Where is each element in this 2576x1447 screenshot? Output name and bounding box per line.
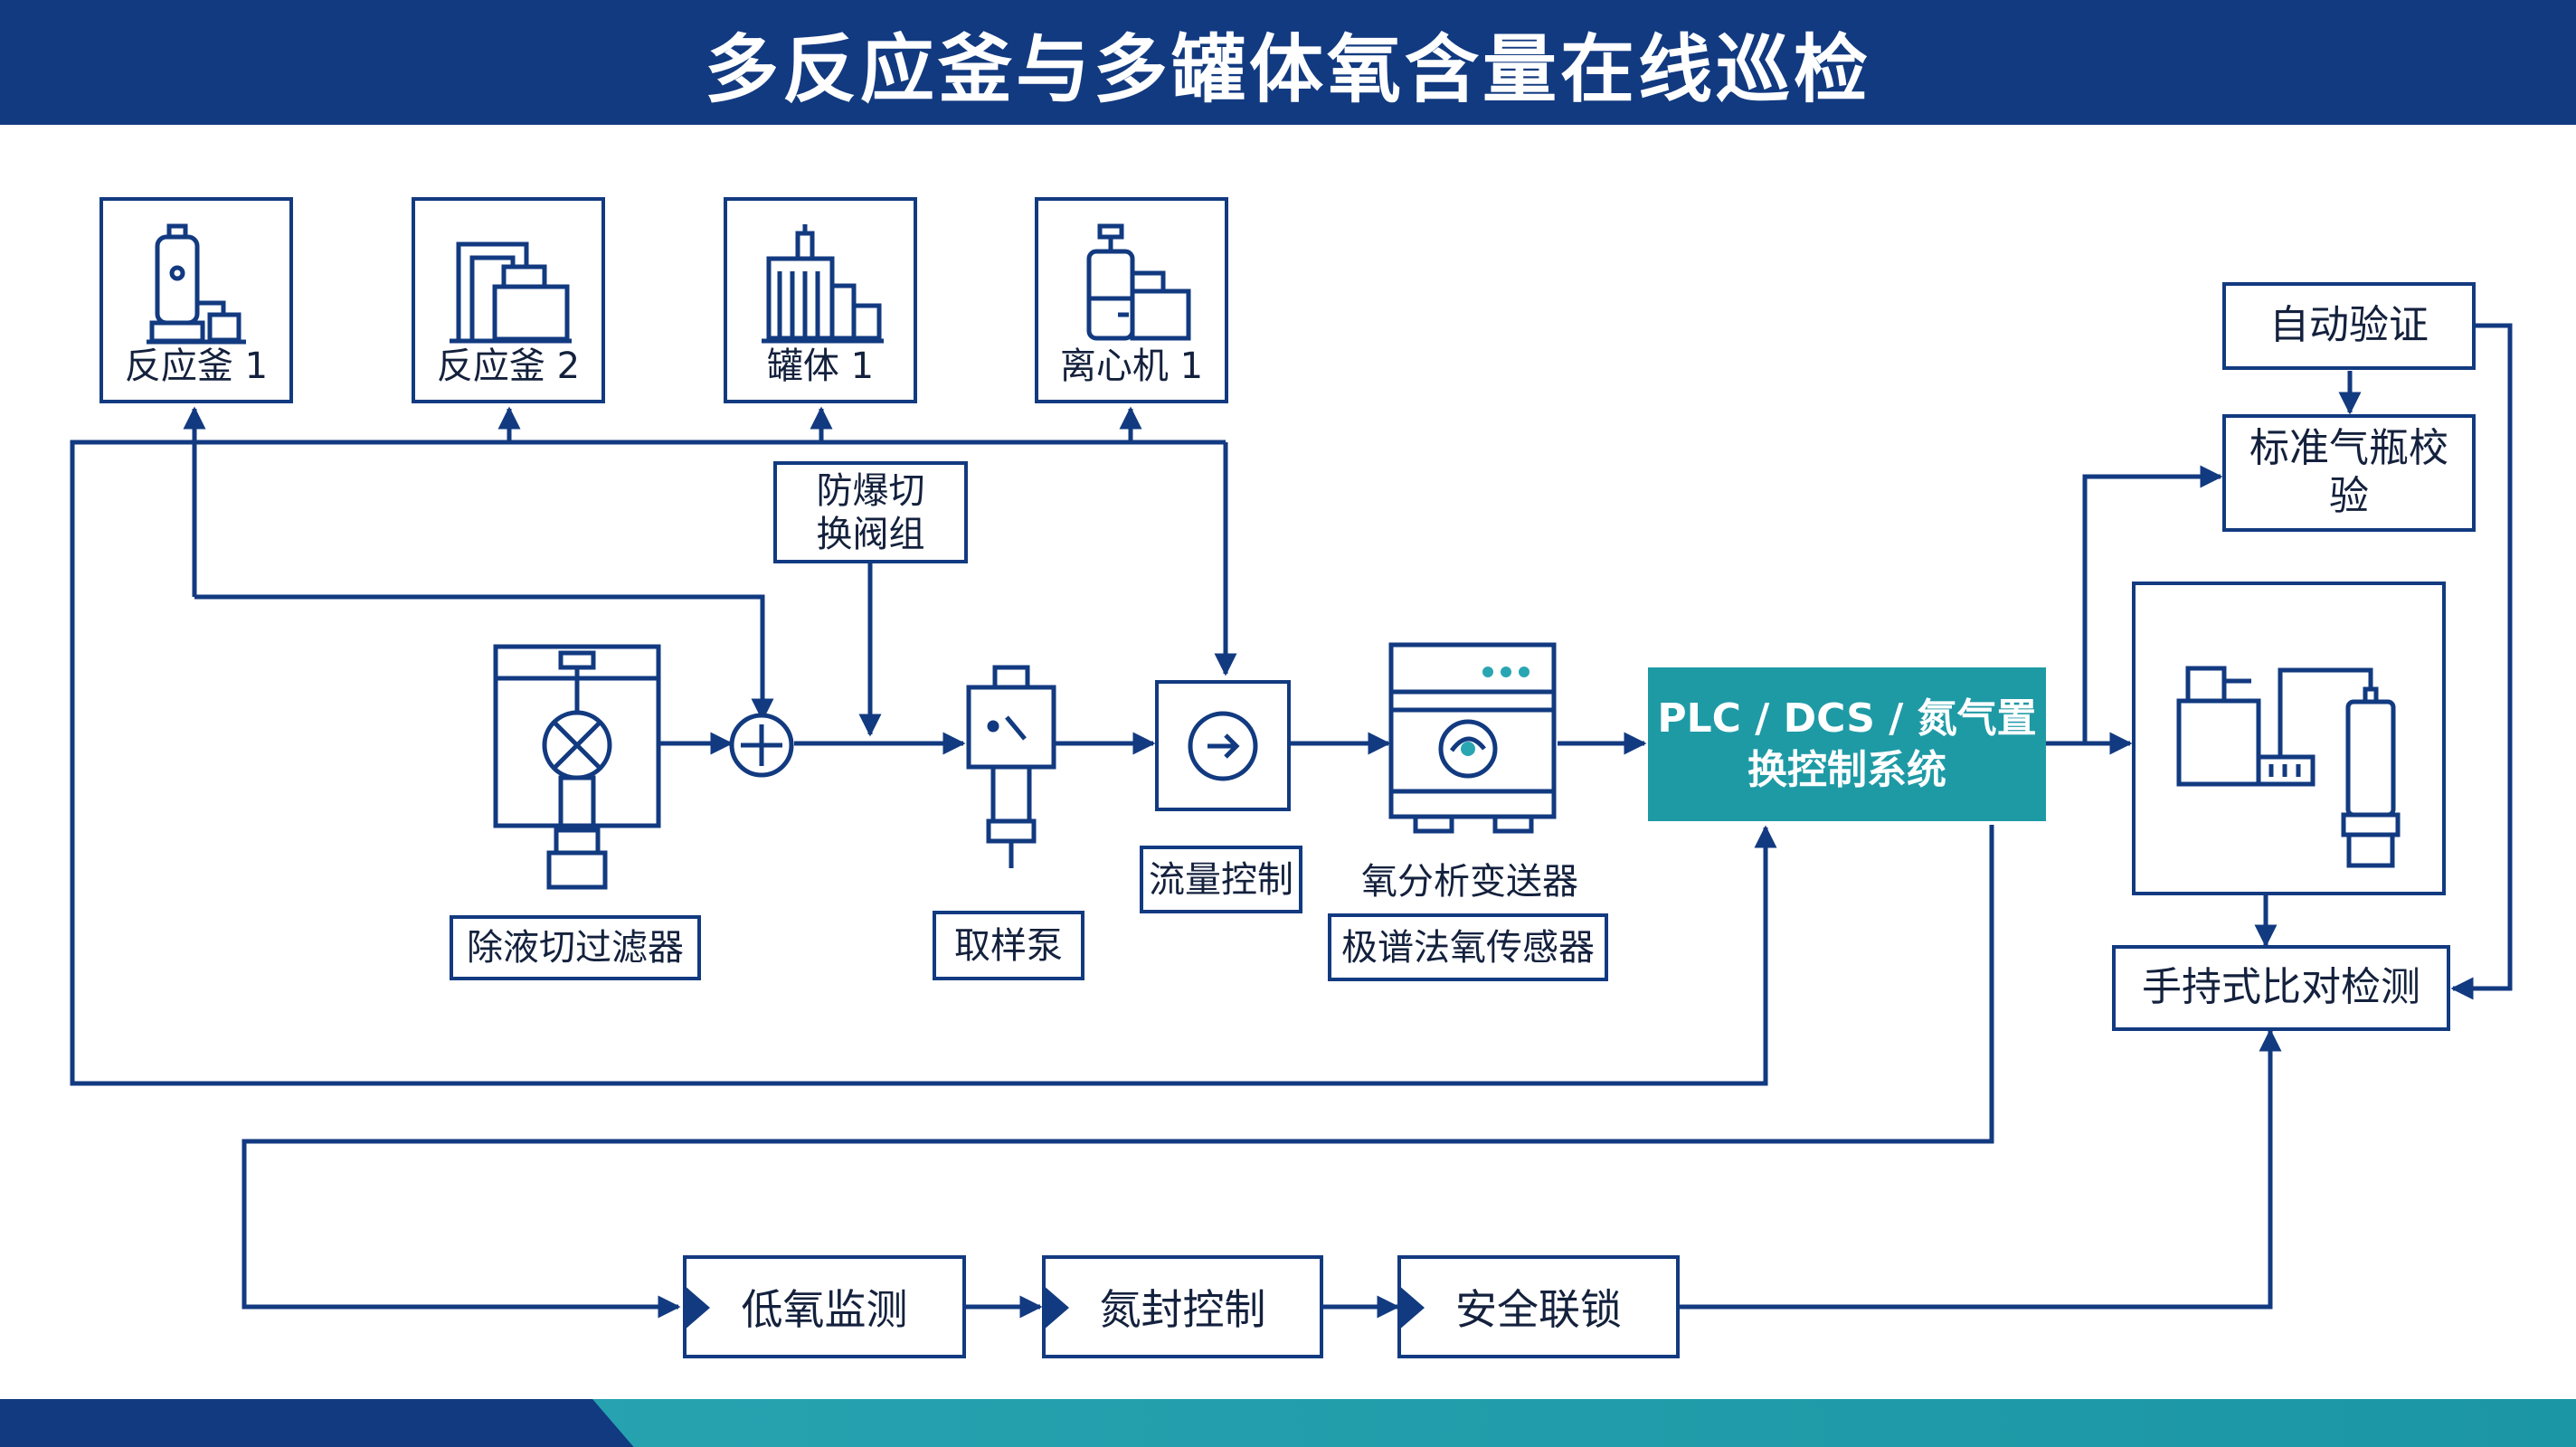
handheld-check-label: 手持式比对检测 <box>2142 964 2420 1011</box>
equipment-label: 反应釜 2 <box>436 345 581 387</box>
equipment-label: 离心机 1 <box>1059 345 1204 387</box>
reactor-pipes-icon <box>450 241 572 344</box>
pump-label: 取样泵 <box>954 924 1063 967</box>
handheld-check-box: 手持式比对检测 <box>2112 945 2450 1031</box>
tank-icon <box>762 224 884 344</box>
safety-interlock-box: 安全联锁 <box>1397 1255 1680 1358</box>
sensor-label: 极谱法氧传感器 <box>1341 926 1595 969</box>
flow-label-box: 流量控制 <box>1140 846 1302 913</box>
equipment-centrifuge-1: 离心机 1 <box>1035 197 1228 403</box>
transmitter-label-box: 氧分析变送器 <box>1357 846 1583 911</box>
flow-control-box <box>1155 680 1291 811</box>
cylinder-check-box: 标准气瓶校 验 <box>2222 414 2476 532</box>
arrow-right-circle-icon <box>1188 711 1258 780</box>
transmitter-label: 氧分析变送器 <box>1361 861 1578 903</box>
low-oxygen-monitor-box: 低氧监测 <box>683 1255 966 1358</box>
filter-label: 除液切过滤器 <box>467 927 684 969</box>
analyzer-equipment-box <box>2132 582 2446 895</box>
valve-group-label: 防爆切 换阀组 <box>816 469 925 555</box>
cylinder-check-label: 标准气瓶校 验 <box>2249 425 2448 519</box>
reactor-icon <box>147 223 246 345</box>
control-system-box: PLC / DCS / 氮气置 换控制系统 <box>1648 667 2046 821</box>
pump-label-box: 取样泵 <box>933 911 1084 980</box>
auto-verify-box: 自动验证 <box>2222 282 2476 370</box>
oxygen-analyzer-icon <box>1388 642 1557 834</box>
sensor-label-box: 极谱法氧传感器 <box>1328 913 1608 981</box>
equipment-tank-1: 罐体 1 <box>724 197 917 403</box>
auto-verify-label: 自动验证 <box>2269 302 2429 349</box>
equipment-reactor-1: 反应釜 1 <box>99 197 293 403</box>
sampling-pump-icon <box>966 665 1056 868</box>
filter-label-box: 除液切过滤器 <box>450 915 701 980</box>
safety-label: 氮封控制 <box>1099 1285 1266 1334</box>
chevron-right-icon <box>683 1284 710 1331</box>
page-title: 多反应釜与多罐体氧含量在线巡检 <box>704 26 1871 113</box>
plus-junction-icon <box>729 713 794 778</box>
chevron-right-icon <box>1042 1284 1069 1331</box>
safety-label: 低氧监测 <box>741 1285 908 1334</box>
valve-group-box: 防爆切 换阀组 <box>773 461 968 563</box>
nitrogen-seal-box: 氮封控制 <box>1042 1255 1323 1358</box>
flow-label: 流量控制 <box>1149 858 1293 901</box>
equipment-label: 反应釜 1 <box>124 345 269 387</box>
header-bar: 多反应釜与多罐体氧含量在线巡检 <box>0 0 2576 125</box>
safety-label: 安全联锁 <box>1455 1285 1622 1334</box>
equipment-reactor-2: 反应釜 2 <box>412 197 605 403</box>
filter-valve-icon <box>493 644 661 890</box>
equipment-label: 罐体 1 <box>766 345 875 387</box>
footer-accent <box>592 1399 2576 1447</box>
centrifuge-icon <box>1086 223 1191 341</box>
analyzer-cabinet-icon <box>2176 666 2400 867</box>
chevron-right-icon <box>1397 1284 1425 1331</box>
